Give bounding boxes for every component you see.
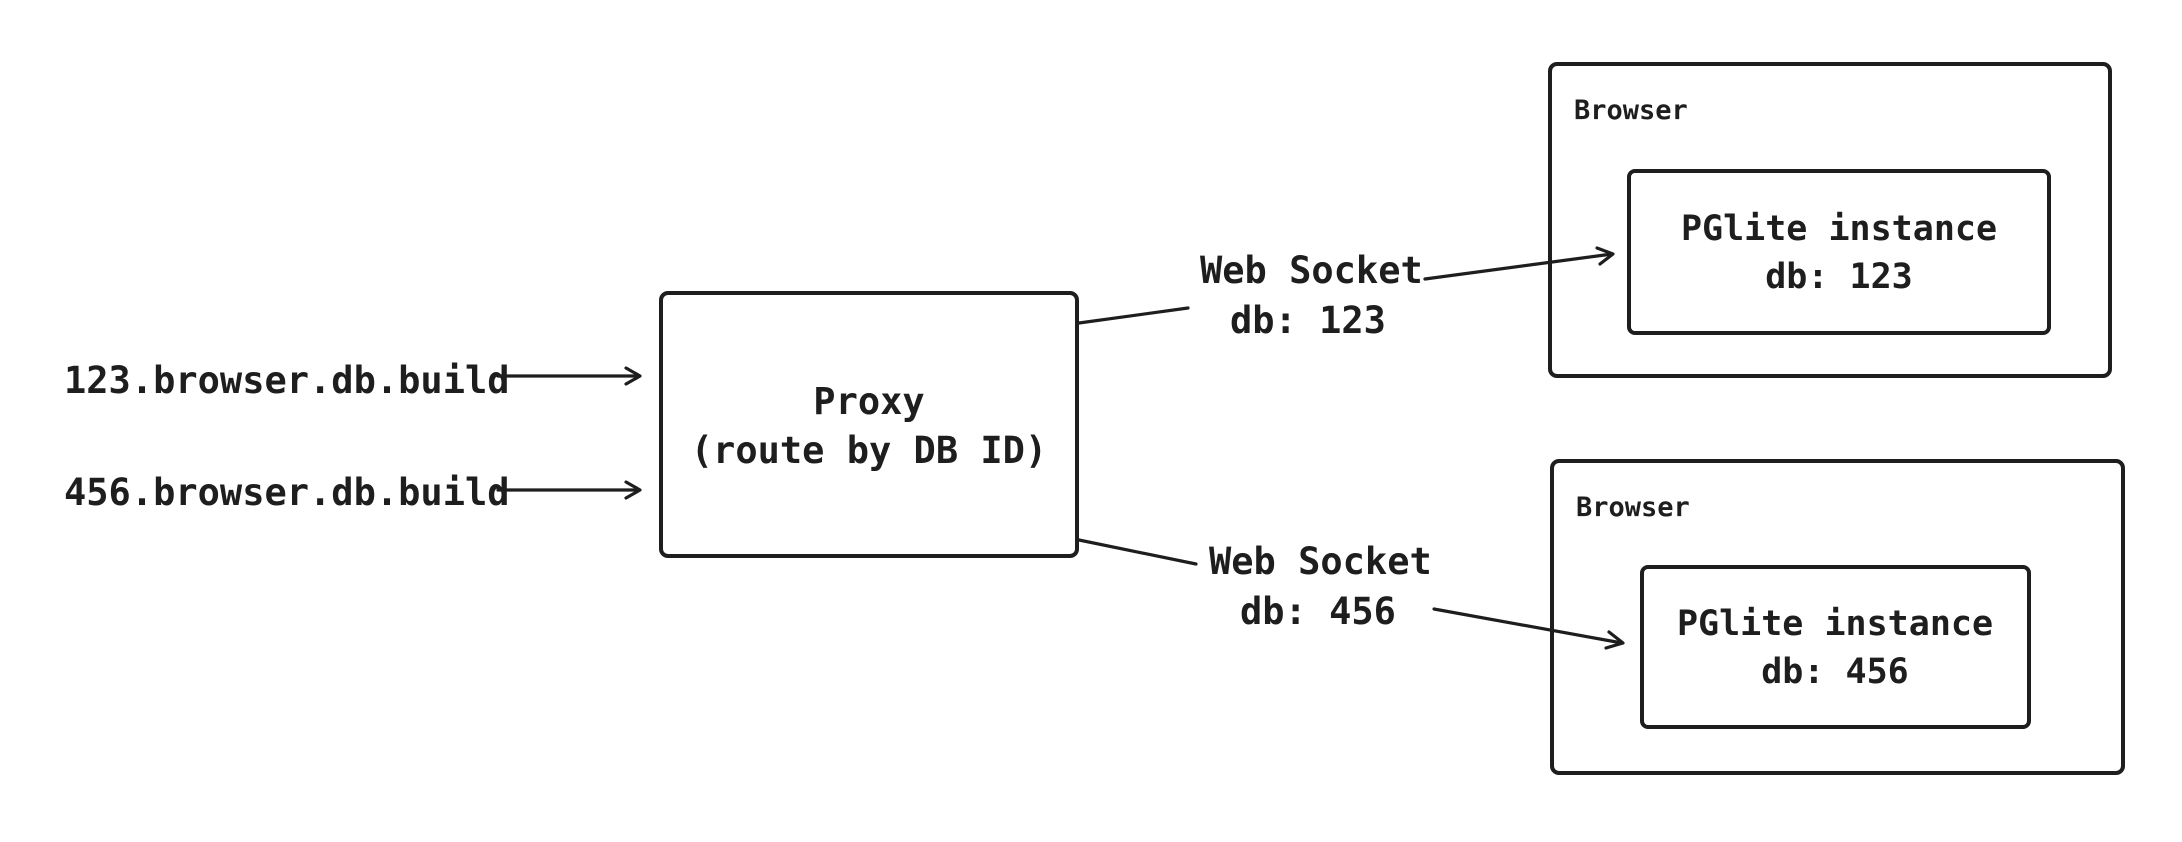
browser-label-123: Browser: [1574, 95, 1688, 126]
input-arrow-456: [496, 480, 642, 500]
connection-label-456: Web Socket: [1209, 540, 1432, 583]
pglite-db-label-123: db: 123: [1765, 257, 1913, 297]
browser-box-456: [1550, 459, 2125, 775]
proxy-box: [659, 291, 1079, 558]
input-arrow-123: [496, 366, 642, 386]
browser-node-123: Browser PGlite instance db: 123: [1548, 62, 2112, 378]
pglite-db-label-456: db: 456: [1761, 652, 1909, 692]
browser-node-456: Browser PGlite instance db: 456: [1550, 459, 2125, 775]
pglite-instance-label-123: PGlite instance: [1681, 209, 1997, 249]
connection-db-123: db: 123: [1230, 299, 1386, 342]
proxy-title: Proxy: [813, 380, 924, 423]
connector-db-123: [1077, 246, 1615, 325]
proxy-node: Proxy (route by DB ID): [659, 291, 1079, 558]
pglite-instance-label-456: PGlite instance: [1677, 604, 1993, 644]
input-host-456-label: 456.browser.db.build: [64, 471, 510, 514]
proxy-subtitle: (route by DB ID): [691, 429, 1047, 472]
connector-db-456: [1077, 538, 1625, 650]
browser-box-123: [1548, 62, 2112, 378]
browser-label-456: Browser: [1576, 492, 1690, 523]
connection-label-123: Web Socket: [1200, 249, 1423, 292]
input-host-123-label: 123.browser.db.build: [64, 359, 510, 402]
pglite-box-456: [1640, 565, 2031, 729]
connection-db-456: db: 456: [1240, 590, 1396, 633]
pglite-box-123: [1627, 169, 2051, 335]
